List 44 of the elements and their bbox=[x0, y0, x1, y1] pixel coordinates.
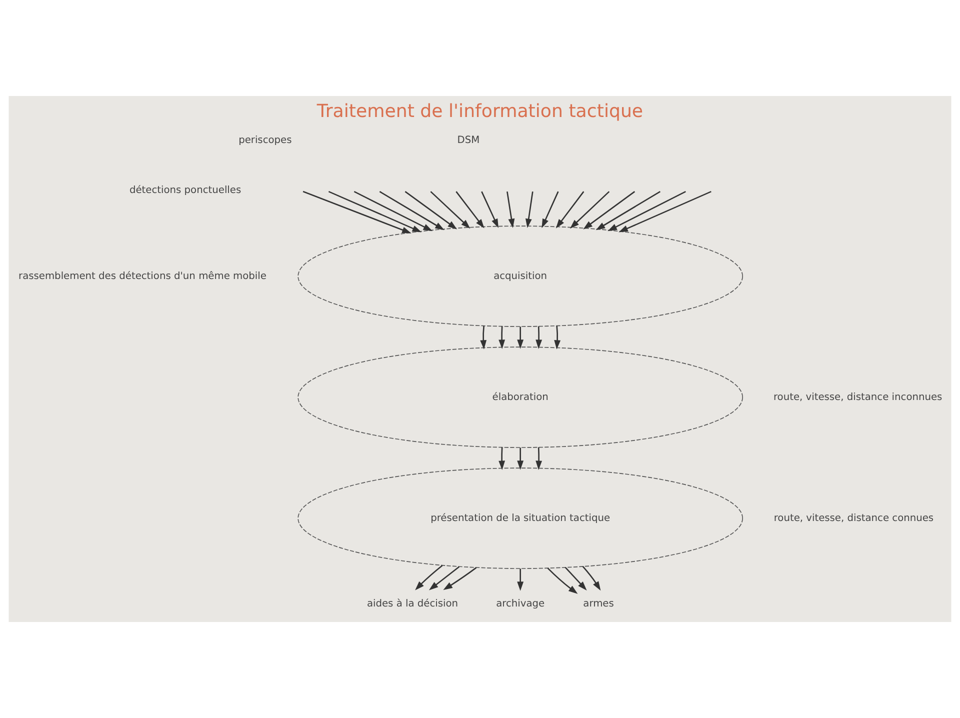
node-text: aides à la décision bbox=[366, 598, 458, 610]
arrow bbox=[542, 191, 559, 228]
arrow bbox=[525, 191, 534, 228]
node-text: archivage bbox=[496, 598, 545, 610]
arrow bbox=[428, 566, 460, 590]
arrow bbox=[596, 190, 661, 230]
arrow bbox=[404, 191, 458, 230]
arrow bbox=[430, 191, 470, 229]
arrow bbox=[480, 326, 487, 350]
arrow bbox=[328, 190, 422, 232]
arrow bbox=[443, 567, 477, 590]
arrow bbox=[415, 565, 443, 590]
arrow bbox=[517, 448, 524, 470]
arrow bbox=[302, 190, 412, 234]
label: détections ponctuelles bbox=[129, 185, 242, 196]
arrow bbox=[498, 326, 506, 349]
arrow bbox=[570, 191, 610, 229]
arrow bbox=[517, 568, 524, 591]
label: route, vitesse, distance inconnues bbox=[773, 392, 942, 403]
label: DSM bbox=[457, 135, 480, 146]
arrow bbox=[498, 447, 506, 470]
arrow bbox=[564, 567, 587, 590]
arrow bbox=[554, 326, 561, 350]
arrow bbox=[481, 191, 498, 228]
label: rassemblement des détections d'un même mobile bbox=[18, 270, 266, 282]
arrow bbox=[582, 566, 601, 591]
diagram-title: Traitement de l'information tactique bbox=[316, 101, 644, 122]
node-ellipse: élaboration bbox=[298, 346, 743, 448]
arrow bbox=[536, 326, 542, 349]
arrow bbox=[618, 190, 712, 232]
node-text: armes bbox=[583, 598, 614, 610]
arrow bbox=[456, 191, 484, 228]
arrow bbox=[354, 190, 433, 232]
node-ellipse: présentation de la situation tactique bbox=[298, 468, 743, 569]
arrow bbox=[517, 326, 524, 349]
arrow bbox=[547, 568, 578, 594]
arrow bbox=[583, 191, 636, 230]
label: route, vitesse, distance connues bbox=[774, 512, 934, 524]
arrow bbox=[506, 191, 515, 228]
arrow bbox=[608, 190, 686, 232]
label: periscopes bbox=[238, 135, 292, 146]
arrow bbox=[556, 191, 584, 228]
arrow bbox=[536, 447, 542, 470]
arrow bbox=[379, 190, 444, 230]
